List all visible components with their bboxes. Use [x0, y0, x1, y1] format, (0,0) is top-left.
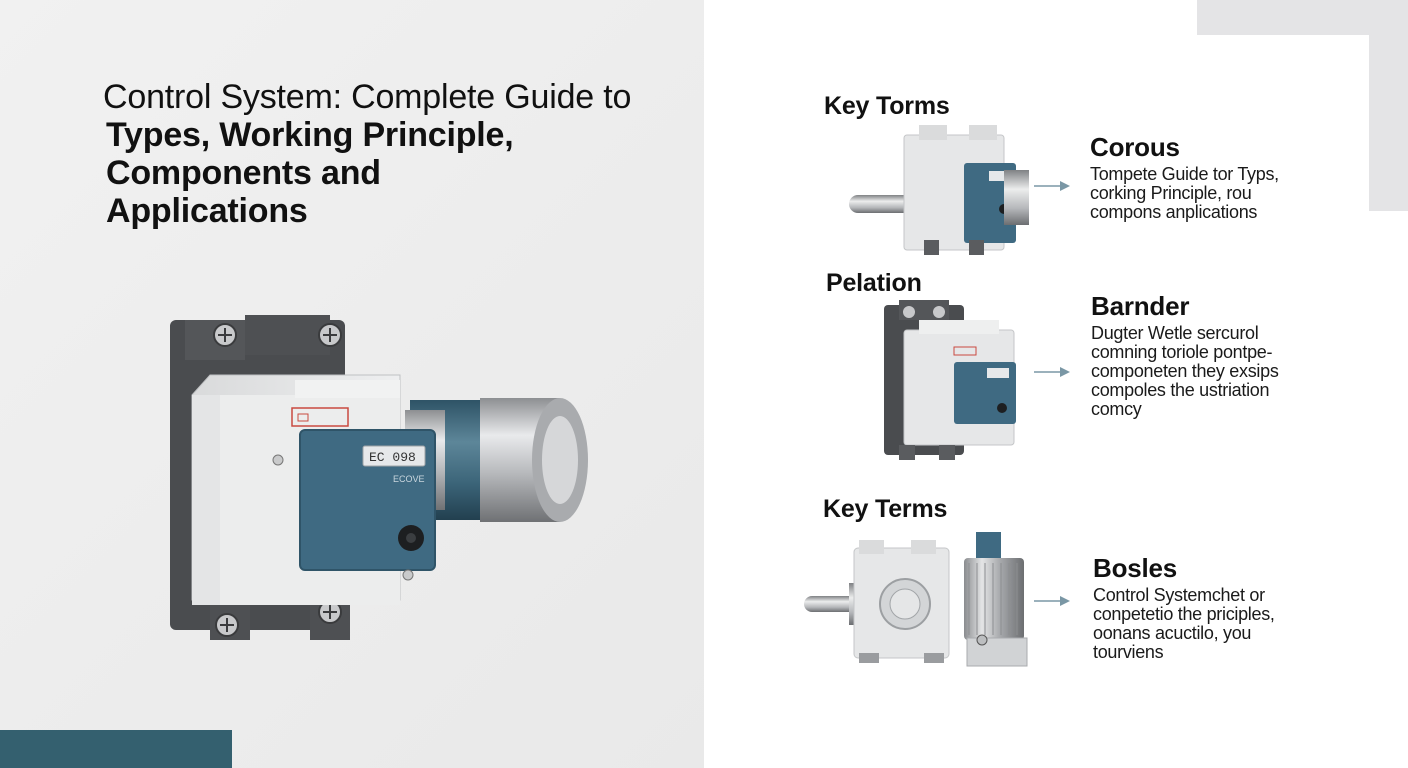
hero-panel: Control System: Complete Guide to Types,…	[0, 0, 704, 768]
arrow-connector-1	[1034, 181, 1070, 191]
section-heading-2: Pelation	[826, 269, 922, 297]
card-title-1: Corous	[1090, 132, 1180, 162]
key-terms-panel: Key Torms Corous Tompete Guide tor Typs,…	[704, 0, 1408, 768]
accent-bar	[0, 730, 232, 768]
title-line-2: Types, Working Principle,	[106, 116, 514, 154]
device-brand-label: ECOVE	[393, 474, 425, 484]
device-illustration-2	[884, 300, 1016, 460]
section-heading-3: Key Terms	[823, 495, 948, 523]
title-line-1: Control System: Complete Guide to	[103, 78, 632, 116]
card-description-1: Tompete Guide tor Typs, corking Principl…	[1090, 164, 1279, 222]
title-line-3: Components and	[106, 154, 381, 192]
title-line-4: Applications	[106, 192, 308, 230]
card-description-2: Dugter Wetle sercurol comning toriole po…	[1091, 323, 1279, 419]
card-title-3: Bosles	[1093, 553, 1178, 583]
card-title-2: Barnder	[1091, 291, 1190, 321]
section-heading-1: Key Torms	[824, 92, 950, 120]
device-illustration-1	[849, 125, 1029, 255]
device-illustration-3	[804, 532, 1028, 667]
arrow-connector-3	[1034, 596, 1070, 606]
device-display-readout: EC 098	[369, 450, 416, 465]
control-module-illustration: EC 098 ECOVE	[170, 315, 588, 640]
corner-decoration-side	[1369, 35, 1408, 211]
page-title: Control System: Complete Guide to Types,…	[103, 78, 703, 230]
arrow-connector-2	[1034, 367, 1070, 377]
corner-decoration-top	[1197, 0, 1408, 35]
card-description-3: Control Systemchet or conpetetio the pri…	[1093, 585, 1275, 662]
